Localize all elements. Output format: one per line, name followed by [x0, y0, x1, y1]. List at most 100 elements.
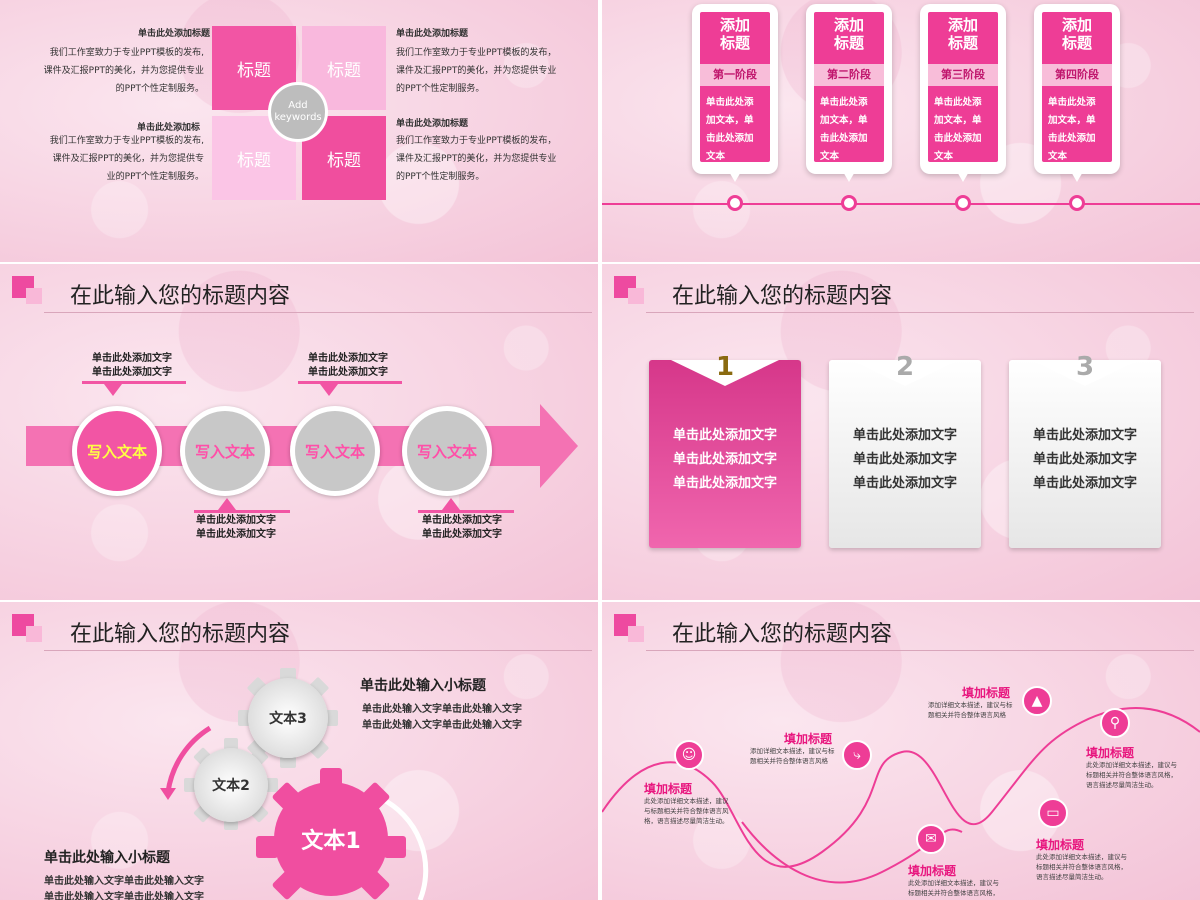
item-body-line: 题相关并符合整体语言风格 [750, 757, 828, 765]
slide-header: 在此输入您的标题内容 [614, 614, 1194, 652]
box-text-line: 单击此处添加文字 [852, 452, 957, 467]
label-underline [194, 510, 290, 513]
step-circle-2[interactable]: 写入文本 [180, 406, 270, 496]
timeline-dot[interactable] [841, 195, 857, 211]
slide-title: 在此输入您的标题内容 [70, 284, 291, 309]
gear-2[interactable]: 文本2 [194, 748, 268, 822]
slide-header: 在此输入您的标题内容 [614, 276, 1194, 314]
subtitle-left: 单击此处输入小标题 [44, 850, 170, 866]
bl-head: 单击此处添加标 [136, 123, 200, 133]
users-icon[interactable]: ☺ [674, 740, 704, 770]
slide-puzzle[interactable]: 单击此处添加标题 我们工作室致力于专业PPT模板的发布, 课件及汇报PPT的美化… [0, 0, 598, 262]
stage-card-inner: 添加标题 第四阶段 单击此处添加文本，单击此处添加文本 [1042, 12, 1112, 162]
card-tail [1070, 170, 1084, 182]
search-icon[interactable]: ⚲ [1100, 708, 1130, 738]
slide-gears[interactable]: 在此输入您的标题内容 [0, 602, 598, 900]
timeline-dot[interactable] [727, 195, 743, 211]
stage-body: 单击此处添加文本，单击此处添加文本 [934, 94, 994, 166]
step-circle-text: 写入文本 [295, 411, 375, 491]
stage-body-line: 文本 [934, 151, 954, 162]
item-body-line: 语言描述尽量简洁生动。 [1036, 873, 1108, 881]
tl-body-line: 的PPT个性定制服务。 [115, 84, 204, 94]
pointer-down-icon [104, 384, 122, 396]
body-line: 单击此处输入文字单击此处输入文字 [362, 704, 522, 715]
chart-icon[interactable]: ▲ [1022, 686, 1052, 716]
br-body-line: 我们工作室致力于专业PPT模板的发布， [396, 136, 557, 146]
stage-card-4[interactable]: 添加标题 第四阶段 单击此处添加文本，单击此处添加文本 [1034, 4, 1120, 182]
item-body-line: 此处添加详细文本描述，建议与 [1036, 853, 1127, 861]
slide-header: 在此输入您的标题内容 [12, 614, 592, 652]
gear-tooth [384, 836, 406, 858]
label-line: 单击此处添加文字 [92, 367, 172, 378]
keywords-line: Add [288, 100, 308, 111]
slide-title: 在此输入您的标题内容 [672, 284, 893, 309]
box-text: 单击此处添加文字单击此处添加文字单击此处添加文字 [1009, 424, 1161, 496]
tr-body-line: 课件及汇报PPT的美化，并为您提供专业 [396, 66, 557, 76]
box-number: 1 [715, 352, 735, 382]
branch-icon[interactable]: ⤷ [842, 740, 872, 770]
stage-card-2[interactable]: 添加标题 第二阶段 单击此处添加文本，单击此处添加文本 [806, 4, 892, 182]
stage-body-line: 文本 [820, 151, 840, 162]
slide-numbered-boxes[interactable]: 在此输入您的标题内容 1 单击此处添加文字单击此处添加文字单击此处添加文字 2 … [602, 264, 1200, 600]
laptop-icon[interactable]: ▭ [1038, 798, 1068, 828]
curve-arrow-white [378, 795, 429, 900]
wave-path [602, 707, 1200, 868]
stage-body-line: 加文本，单 [934, 115, 982, 126]
stage-body-line: 击此处添加 [820, 133, 868, 144]
tl-body: 我们工作室致力于专业PPT模板的发布, 课件及汇报PPT的美化，并为您提供专业 … [20, 44, 204, 98]
label-line: 单击此处添加文字 [92, 353, 172, 364]
item-body-line: 标题相关并符合整体语言风格， [908, 889, 999, 897]
body-line: 单击此处输入文字单击此处输入文字 [362, 720, 522, 731]
curve-arrow [165, 725, 212, 793]
header-square-icon [628, 288, 644, 304]
item-3-title: 填加标题 [962, 686, 1011, 700]
slide-wave[interactable]: 在此输入您的标题内容 ☺ ⤷ ▲ ⚲ ▭ ✉ 填加标题 此处添加详细文本描述，建… [602, 602, 1200, 900]
tr-body-line: 的PPT个性定制服务。 [396, 84, 485, 94]
item-body-line: 添加详细文本描述，建议与标 [750, 747, 835, 755]
slide-arrow[interactable]: 在此输入您的标题内容 单击此处添加文字单击此处添加文字 单击此处添加文字单击此处… [0, 264, 598, 600]
gear-3[interactable]: 文本3 [248, 678, 328, 758]
tr-head: 单击此处添加标题 [396, 29, 469, 39]
label-line: 单击此处添加文字 [422, 529, 502, 540]
mail-icon[interactable]: ✉ [916, 824, 946, 854]
box-notch [1031, 360, 1139, 386]
label-line: 单击此处添加文字 [422, 515, 502, 526]
pointer-up-icon [442, 498, 460, 510]
tl-head: 单击此处添加标题 [137, 29, 210, 39]
timeline-dot[interactable] [1069, 195, 1085, 211]
gear-1[interactable]: 文本1 [274, 782, 388, 896]
stage-title-line: 标题 [719, 34, 750, 52]
stage-card-3[interactable]: 添加标题 第三阶段 单击此处添加文本，单击此处添加文本 [920, 4, 1006, 182]
stage-title-line: 标题 [1061, 34, 1092, 52]
stage-title-line: 添加 [833, 16, 864, 34]
header-rule [44, 312, 592, 313]
step-circle-3[interactable]: 写入文本 [290, 406, 380, 496]
br-body: 我们工作室致力于专业PPT模板的发布， 课件及汇报PPT的美化，并为您提供专业 … [396, 132, 586, 186]
bl-body-line: 业的PPT个性定制服务。 [106, 172, 204, 182]
step-circle-4[interactable]: 写入文本 [402, 406, 492, 496]
stage-card-1[interactable]: 添加标题 第一阶段 单击此处添加文本，单击此处添加文本 [692, 4, 778, 182]
timeline-dot[interactable] [955, 195, 971, 211]
header-rule [646, 312, 1194, 313]
step-circle-1[interactable]: 写入文本 [72, 406, 162, 496]
number-box-3[interactable]: 3 单击此处添加文字单击此处添加文字单击此处添加文字 [1009, 352, 1161, 548]
box-text: 单击此处添加文字单击此处添加文字单击此处添加文字 [829, 424, 981, 496]
header-square-icon [26, 626, 42, 642]
card-tail [842, 170, 856, 182]
item-body-line: 此处添加详细文本描述，建议与 [1086, 761, 1177, 769]
slide-stages[interactable]: 添加标题 第一阶段 单击此处添加文本，单击此处添加文本 添加标题 第二阶段 单击… [602, 0, 1200, 262]
number-box-2[interactable]: 2 单击此处添加文字单击此处添加文字单击此处添加文字 [829, 352, 981, 548]
stage-label: 第四阶段 [1042, 64, 1112, 86]
label-line: 单击此处添加文字 [308, 367, 388, 378]
curve-arrow-head-icon [160, 788, 176, 800]
tl-body-line: 我们工作室致力于专业PPT模板的发布, [49, 48, 204, 58]
number-box-1[interactable]: 1 单击此处添加文字单击此处添加文字单击此处添加文字 [649, 352, 801, 548]
stage-body-line: 击此处添加 [934, 133, 982, 144]
body-left: 单击此处输入文字单击此处输入文字单击此处输入文字单击此处输入文字 [44, 874, 204, 900]
header-square-icon [26, 288, 42, 304]
item-1-title: 填加标题 [644, 782, 693, 796]
card-tail [956, 170, 970, 182]
body-line: 单击此处输入文字单击此处输入文字 [44, 892, 204, 900]
